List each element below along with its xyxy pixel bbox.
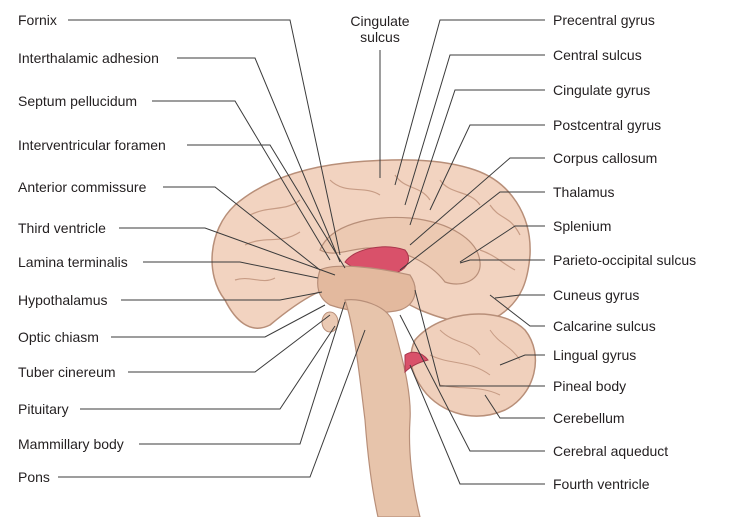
label-thalamus: Thalamus (553, 184, 615, 200)
label-third-ventricle: Third ventricle (18, 220, 106, 236)
label-lingual-gyrus: Lingual gyrus (553, 347, 637, 363)
label-optic-chiasm: Optic chiasm (18, 329, 99, 345)
label-interventricular-foramen: Interventricular foramen (18, 137, 166, 153)
label-cingulate-sulcus-line1: Cingulate (350, 13, 410, 29)
cerebellum-shape (410, 313, 537, 417)
label-pineal-body: Pineal body (553, 378, 627, 394)
label-central-sulcus: Central sulcus (553, 47, 642, 63)
label-tuber-cinereum: Tuber cinereum (18, 364, 116, 380)
label-septum-pellucidum: Septum pellucidum (18, 93, 138, 109)
label-parieto-occipital-sulcus: Parieto-occipital sulcus (553, 252, 697, 268)
label-cuneus-gyrus: Cuneus gyrus (553, 287, 640, 303)
label-mammillary-body: Mammillary body (18, 436, 124, 452)
label-postcentral-gyrus: Postcentral gyrus (553, 117, 662, 133)
label-pituitary: Pituitary (18, 401, 69, 417)
label-splenium: Splenium (553, 218, 612, 234)
label-cingulate-sulcus: Cingulate sulcus (340, 13, 420, 45)
label-corpus-callosum: Corpus callosum (553, 150, 658, 166)
label-fourth-ventricle: Fourth ventricle (553, 476, 650, 492)
label-cingulate-gyrus: Cingulate gyrus (553, 82, 651, 98)
label-lamina-terminalis: Lamina terminalis (18, 254, 128, 270)
label-cerebral-aqueduct: Cerebral aqueduct (553, 443, 669, 459)
brainstem-shape (344, 299, 421, 517)
label-fornix: Fornix (18, 12, 57, 28)
diencephalon-shape (317, 265, 416, 314)
label-pons: Pons (18, 469, 50, 485)
label-calcarine-sulcus: Calcarine sulcus (553, 318, 656, 334)
leader-lines (58, 19, 545, 485)
label-cerebellum: Cerebellum (553, 410, 625, 426)
label-hypothalamus: Hypothalamus (18, 292, 108, 308)
label-anterior-commissure: Anterior commissure (18, 179, 147, 195)
label-precentral-gyrus: Precentral gyrus (553, 12, 655, 28)
label-cingulate-sulcus-line2: sulcus (360, 29, 400, 45)
gyri-texture (234, 174, 521, 282)
label-interthalamic-adhesion: Interthalamic adhesion (18, 50, 159, 66)
